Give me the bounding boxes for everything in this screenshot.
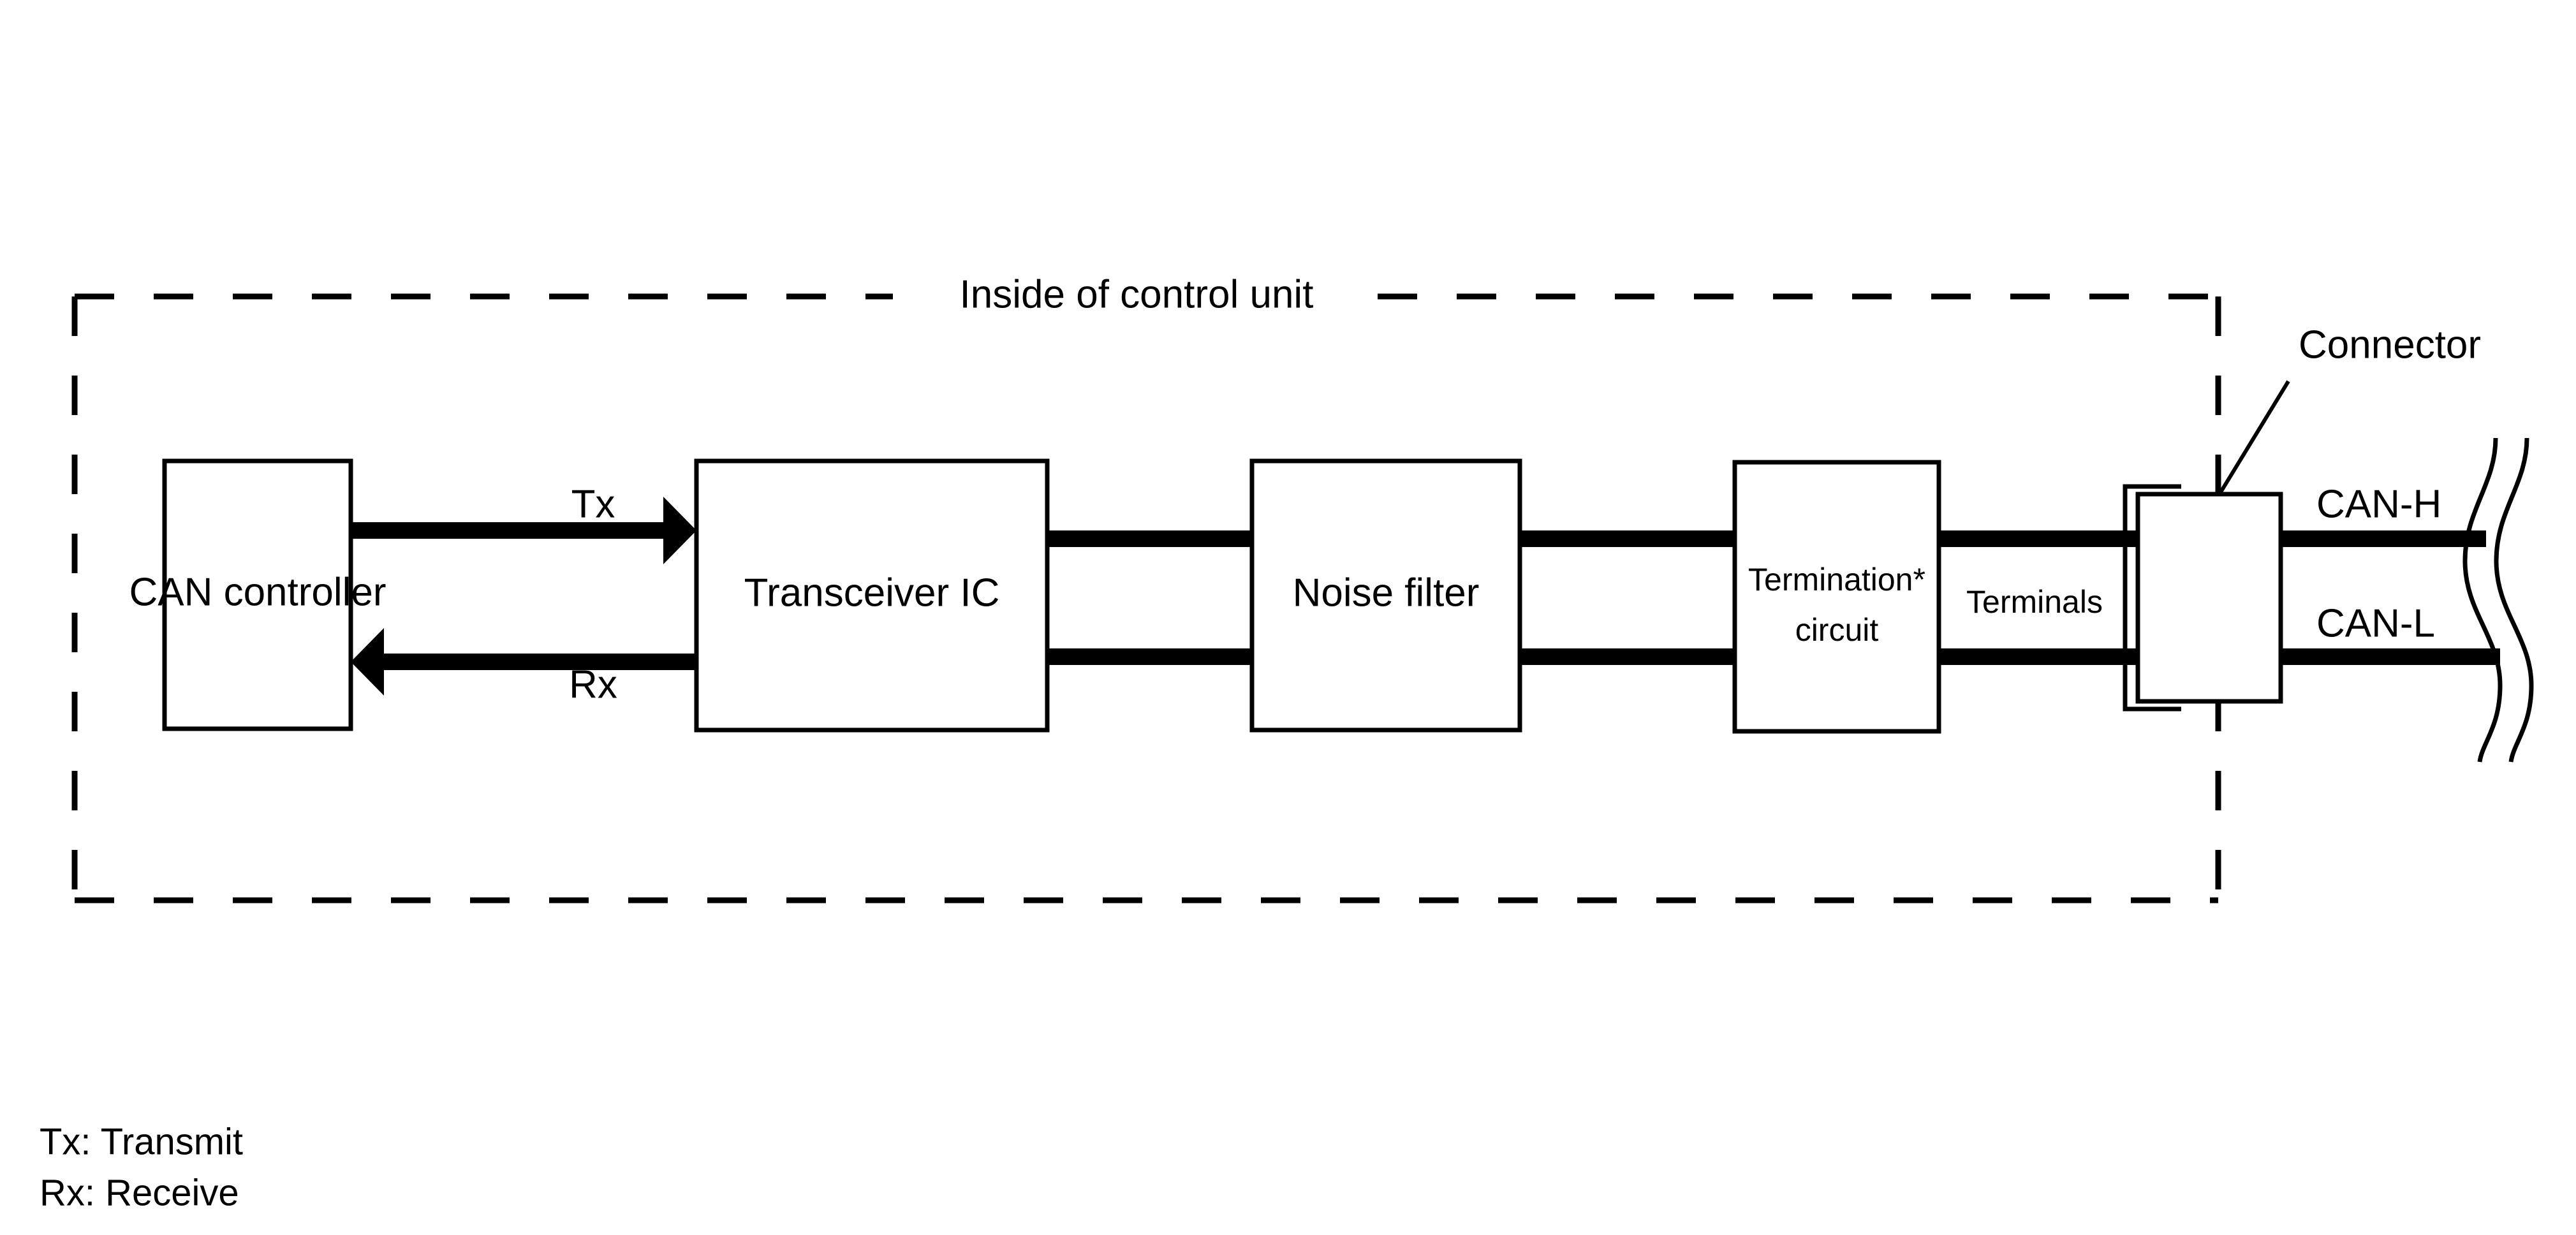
connector-label: Connector xyxy=(2299,323,2481,367)
rx-signal-arrow: Rx xyxy=(351,628,696,706)
transceiver-ic-label: Transceiver IC xyxy=(744,571,1000,615)
wire-break-curve-right xyxy=(2494,437,2534,763)
noise-filter-label: Noise filter xyxy=(1293,571,1480,615)
legend-item-rx: Rx: Receive xyxy=(40,1172,239,1213)
legend: Tx: Transmit Rx: Receive xyxy=(40,1121,243,1213)
connector-leader-line xyxy=(2218,380,2290,495)
tx-arrow-head xyxy=(663,497,696,564)
transceiver-ic-box xyxy=(694,458,1050,733)
boundary-title: Inside of control unit xyxy=(960,272,1314,316)
rx-arrow-head xyxy=(351,628,384,696)
block-transceiver-ic: Transceiver IC xyxy=(694,458,1050,733)
wire-break-symbol xyxy=(2462,437,2534,763)
block-noise-filter: Noise filter xyxy=(1249,458,1522,733)
termination-circuit-box xyxy=(1732,460,1941,734)
rx-label: Rx xyxy=(569,662,617,706)
connector-plug-body xyxy=(2135,492,2283,704)
connector-socket-bracket xyxy=(2123,484,2181,712)
can-controller-label: CAN controller xyxy=(129,570,386,614)
terminals-label: Terminals xyxy=(1966,584,2103,620)
termination-circuit-label-line2: circuit xyxy=(1795,612,1879,648)
tx-signal-arrow: Tx xyxy=(351,482,696,564)
can-h-label: CAN-H xyxy=(2316,482,2441,526)
connector-callout: Connector xyxy=(2218,323,2481,495)
tx-label: Tx xyxy=(571,482,615,526)
block-termination-circuit: Termination* circuit xyxy=(1732,460,1941,734)
control-unit-boundary xyxy=(71,293,2221,903)
can-controller-box xyxy=(162,458,353,731)
termination-circuit-label-line1: Termination* xyxy=(1748,562,1925,597)
can-l-label: CAN-L xyxy=(2316,601,2435,645)
block-can-controller: CAN controller xyxy=(129,458,386,731)
wire-break-curve-left xyxy=(2462,437,2503,763)
noise-filter-box xyxy=(1249,458,1522,733)
connector-symbol xyxy=(2123,484,2283,712)
legend-item-tx: Tx: Transmit xyxy=(40,1121,243,1162)
